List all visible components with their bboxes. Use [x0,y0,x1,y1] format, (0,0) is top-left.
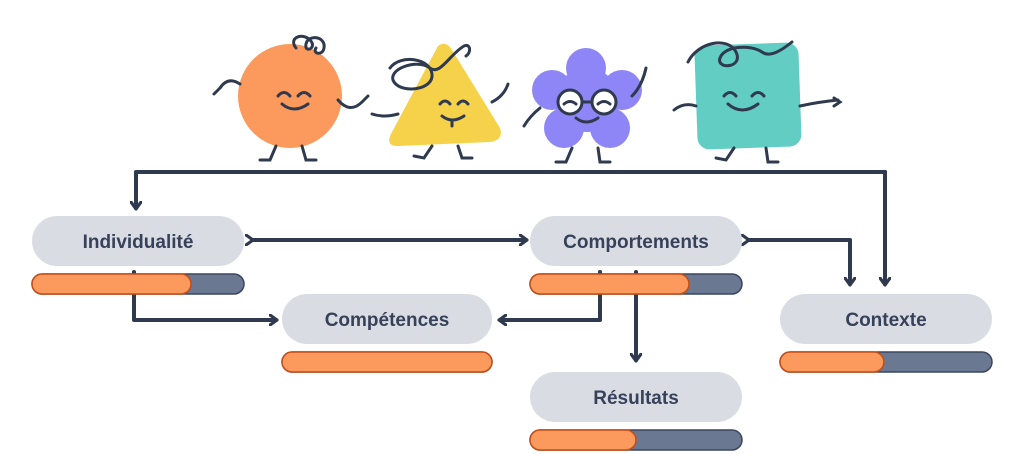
node-label: Individualité [83,232,194,253]
node-label: Contexte [845,310,926,331]
node-label: Résultats [593,388,679,409]
progress-bar [529,429,743,451]
node-competences: Compétences [281,294,493,373]
pill [32,216,244,266]
pill [282,294,492,344]
pill [530,372,742,422]
node-label: Comportements [563,232,709,253]
progress-fill [529,429,637,451]
progress-fill [281,351,493,373]
connectors [134,170,887,360]
node-comportements: Comportements [529,216,743,295]
orange-circle-character [212,34,370,162]
progress-bar [31,273,245,295]
progress-fill [31,273,192,295]
teal-square-character [672,40,843,164]
progress-bar [529,273,743,295]
node-individualite: Individualité [31,216,245,295]
arrow-top-to-individualite [136,170,887,208]
purple-flower-character [522,48,648,164]
pill [780,294,992,344]
pill [530,216,742,266]
progress-fill [529,273,690,295]
progress-fill [779,351,885,373]
arrow-comportements-contexte [748,240,850,284]
yellow-triangle-character [370,43,510,160]
node-contexte: Contexte [779,294,993,373]
node-label: Compétences [325,310,450,331]
node-resultats: Résultats [529,372,743,451]
progress-bar [281,351,493,373]
progress-bar [779,351,993,373]
